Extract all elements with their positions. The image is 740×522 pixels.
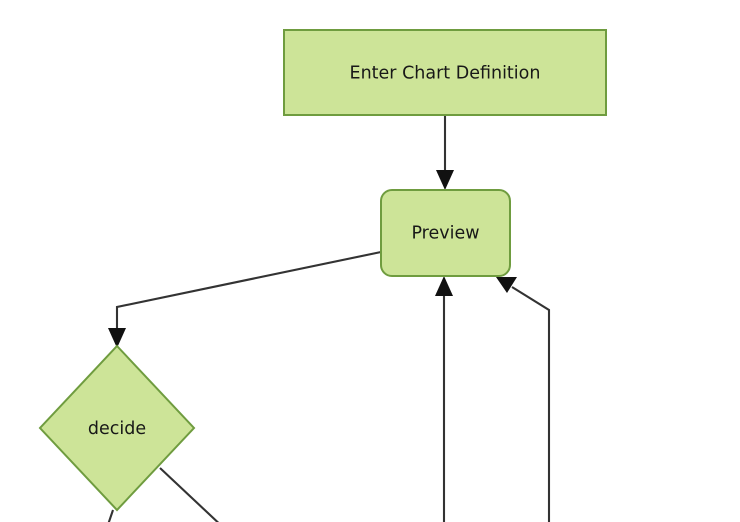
arrowhead-icon — [108, 328, 126, 348]
node-label-preview: Preview — [411, 224, 479, 244]
edge-decide-branch-right — [159, 467, 220, 522]
edge-enter-to-preview — [436, 115, 454, 190]
node-decide[interactable]: decide — [38, 344, 196, 512]
node-preview[interactable]: Preview — [380, 189, 511, 277]
arrowhead-icon — [435, 276, 453, 296]
node-label-enter-chart-definition: Enter Chart Definition — [350, 64, 541, 84]
node-label-decide: decide — [88, 419, 146, 439]
edge-decide-branch-left — [107, 509, 114, 522]
node-shape-rounded-rectangle — [380, 189, 511, 277]
node-shape-diamond — [38, 344, 196, 512]
arrowhead-icon — [496, 277, 517, 293]
edge-line — [107, 509, 114, 522]
node-enter-chart-definition[interactable]: Enter Chart Definition — [283, 29, 607, 116]
edge-line — [115, 250, 382, 329]
edge-line — [511, 286, 551, 522]
arrowhead-icon — [436, 170, 454, 190]
edge-return-center-to-preview — [435, 276, 453, 522]
edge-return-right-to-preview — [496, 277, 551, 522]
node-shape-rectangle — [283, 29, 607, 116]
edge-preview-to-decide — [108, 250, 382, 348]
edge-line — [159, 467, 220, 522]
